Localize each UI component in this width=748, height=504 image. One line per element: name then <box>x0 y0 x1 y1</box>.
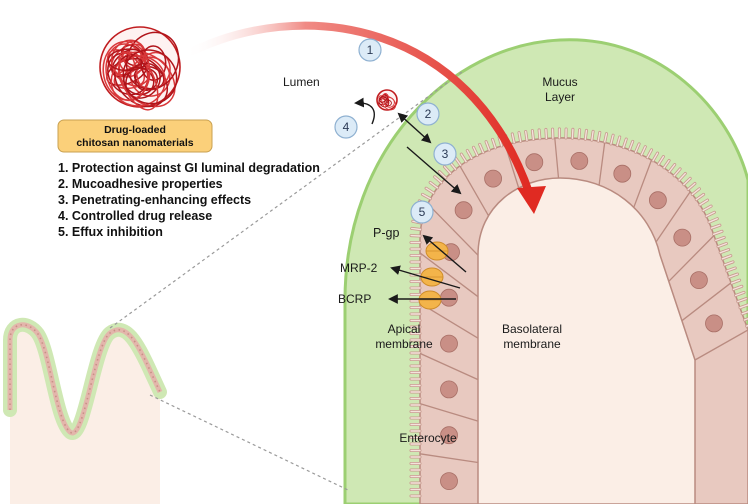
marker-2: 2 <box>416 102 440 126</box>
apical-label-line2: membrane <box>375 337 433 351</box>
lumen-label: Lumen <box>283 75 320 89</box>
svg-text:1: 1 <box>367 43 374 57</box>
enterocyte-cells <box>419 137 748 504</box>
transporter-pgp-icon <box>425 241 449 261</box>
enterocyte-label: Enterocyte <box>399 431 457 445</box>
basolateral-label-line2: membrane <box>503 337 561 351</box>
badge-line2: chitosan nanomaterials <box>76 137 193 149</box>
nanomaterial-badge <box>57 119 213 153</box>
step-4: 4. Controlled drug release <box>58 209 212 223</box>
marker-4: 4 <box>334 115 358 139</box>
tissue-inset <box>3 318 167 504</box>
arrow-penetration <box>406 146 462 195</box>
pgp-label: P-gp <box>373 226 399 240</box>
nanoparticle-large-icon <box>99 26 181 111</box>
step-3: 3. Penetrating-enhancing effects <box>58 193 251 207</box>
arrow-efflux-pgp <box>422 234 467 273</box>
svg-text:2: 2 <box>425 107 432 121</box>
svg-text:5: 5 <box>419 205 426 219</box>
step-1: 1. Protection against GI luminal degrada… <box>58 161 320 175</box>
badge-line1: Drug-loaded <box>104 124 166 136</box>
marker-3: 3 <box>433 142 457 166</box>
arrow-efflux-mrp2 <box>390 265 461 289</box>
delivery-arrow <box>181 21 534 199</box>
svg-text:4: 4 <box>343 120 350 134</box>
svg-text:3: 3 <box>442 147 449 161</box>
villus-core <box>477 177 696 504</box>
apical-label-line1: Apical <box>388 322 421 336</box>
mucus-label-line2: Layer <box>545 90 575 104</box>
marker-1: 1 <box>358 38 382 62</box>
microvilli-brush-border <box>409 127 748 498</box>
transporter-bcrp-icon <box>418 290 442 310</box>
arrow-mucoadhesion <box>397 112 432 144</box>
zoom-guide-bottom <box>149 394 349 491</box>
step-5: 5. Effux inhibition <box>58 225 163 239</box>
basolateral-label-line1: Basolateral <box>502 322 562 336</box>
arrow-release <box>354 97 375 125</box>
mrp2-label: MRP-2 <box>340 261 378 275</box>
step-2: 2. Mucoadhesive properties <box>58 177 223 191</box>
delivery-arrow-head <box>517 186 546 214</box>
mucus-label-line1: Mucus <box>542 75 577 89</box>
bcrp-label: BCRP <box>338 292 371 306</box>
nanoparticle-small-icon <box>376 89 398 111</box>
marker-5: 5 <box>410 200 434 224</box>
